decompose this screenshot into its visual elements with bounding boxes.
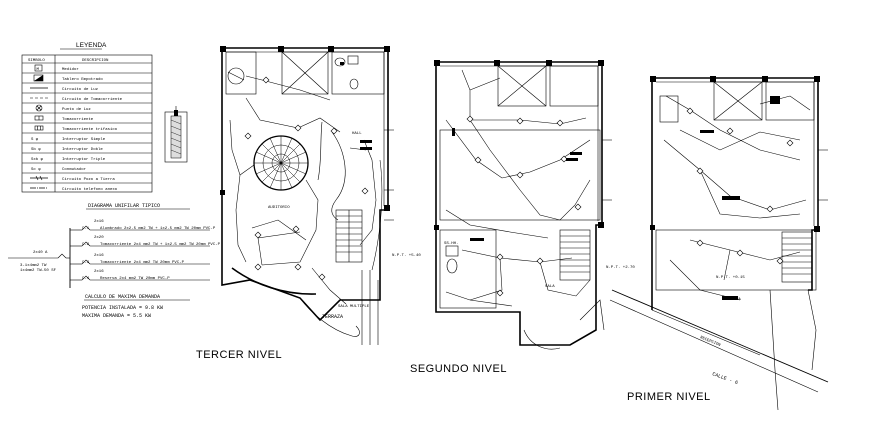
plan-tercer-nivel: AUDITORIO HALL TERRAZA SALA MULTIPLE N.P… [220,46,421,345]
ground-well-icon [30,175,48,181]
demand-max: MAXIMA DEMANDA = 5.5 KW [82,313,151,319]
stairs-second [559,229,591,281]
light-point-icon [35,104,43,112]
street-line-2 [609,299,819,393]
room-auditorio: AUDITORIO [268,206,290,210]
svg-text:M: M [37,68,40,72]
legend-desc-1: Tablero Empotrado [62,77,103,82]
max-demand-calc: CALCULO DE MAXIMA DEMANDA POTENCIA INSTA… [82,294,190,319]
circuit-code-c4: C-4 [82,277,90,281]
main-breaker: 2x40 A [33,251,48,255]
legend-desc-8: Interruptor Doble [62,147,103,152]
street-label: CALLE - 6 [711,371,738,386]
switch-double-symbol: Sb φ [31,147,41,152]
switch-simple-symbol: S φ [31,138,39,142]
breaker-c1: 2x16 [94,220,104,224]
legend-col-description: DESCRIPCION [82,59,109,63]
legend-title: LEYENDA [76,42,107,49]
breaker-c3: 2x16 [94,254,104,258]
meter-icon [34,64,43,72]
demand-title: CALCULO DE MAXIMA DEMANDA [85,294,160,300]
legend-col-symbol: SIMBOLO [28,59,45,63]
circuit-code-c3: C-3 [82,261,90,265]
room-sala-second: SALA [545,285,555,289]
unifilar-diagram: DIAGRAMA UNIFILAR TIPICO 3-1x4mm2 TW 1x4… [8,203,221,288]
demand-installed-power: POTENCIA INSTALADA = 9.8 KW [82,305,163,311]
legend-desc-12: Circuito telefono anexo [62,187,118,192]
breaker-c4: 2x16 [94,270,104,274]
level-tag-second: N.P.T. +2.70 [606,266,635,270]
title-tercer-nivel: TERCER NIVEL [196,349,282,361]
circuit-text-c4: Reserva 2x4 mm2 TW 20mm PVC-P [100,276,170,281]
street-line [611,289,829,383]
feed-label-1: 3-1x4mm2 TW [20,264,47,268]
unifilar-title: DIAGRAMA UNIFILAR TIPICO [88,203,160,209]
circuit-text-c1: Alumbrado 2x2.5 mm2 TW + 1x2.5 mm2 TW 20… [100,226,216,231]
room-sshh-second: SS.HH. [444,242,458,246]
legend-desc-9: Interruptor Triple [62,157,106,162]
outlet-icon [34,115,44,121]
legend-desc-4: Punto de Luz [62,107,91,112]
room-sala-multiple: SALA MULTIPLE [338,305,370,309]
stairs-third [335,209,363,263]
legend-desc-2: Circuito de Luz [62,87,99,92]
circuit-code-c2: C-2 [82,243,90,247]
plan-primer-nivel: RECEPCION OFICINA N.P.T. +0.15 CALLE - 6 [609,76,829,411]
legend-desc-5: Tomacorriente [62,117,94,122]
legend-desc-10: Conmutador [62,167,87,172]
circuit-text-c2: Tomacorriente 2x4 mm2 TW + 1x2.5 mm2 TW … [100,242,221,247]
level-tag-third: N.P.T. +5.40 [392,254,421,258]
legend-desc-0: Medidor [62,67,79,72]
auditorium-dome [253,135,309,191]
title-primer-nivel: PRIMER NIVEL [627,391,711,403]
legend-desc-7: Interruptor Simple [62,137,106,142]
outlet-3ph-icon [34,125,44,131]
room-hall: HALL [352,132,362,136]
stairs-first [781,231,813,283]
circuit-text-c3: Tomacorriente 2x4 mm2 TW 20mm PVC-P [100,260,185,265]
level-tag-first: N.P.T. +0.15 [716,276,745,280]
circuit-code-c1: C-1 [82,227,90,231]
legend: LEYENDA SIMBOLO DESCRIPCION M [21,42,188,193]
legend-desc-11: Circuito Pozo a Tierra [62,177,115,182]
breaker-c2: 2x20 [94,236,104,240]
legend-desc-6: Tomacorriente trifasico [62,127,118,132]
room-terraza: TERRAZA [322,314,343,320]
feed-label-2: 1x4mm2 TW-50 SF [20,269,57,273]
room-recepcion: RECEPCION [699,336,721,348]
switch-triple-symbol: Sxb φ [31,157,44,162]
legend-desc-3: Circuito de Tomacorriente [62,97,123,102]
switch-commutator-symbol: Sc φ [31,168,41,172]
plan-segundo-nivel: SS.HH. SALA N.P.T. +2.70 [434,60,635,350]
title-segundo-nivel: SEGUNDO NIVEL [410,363,507,375]
ground-well-detail [164,106,188,163]
